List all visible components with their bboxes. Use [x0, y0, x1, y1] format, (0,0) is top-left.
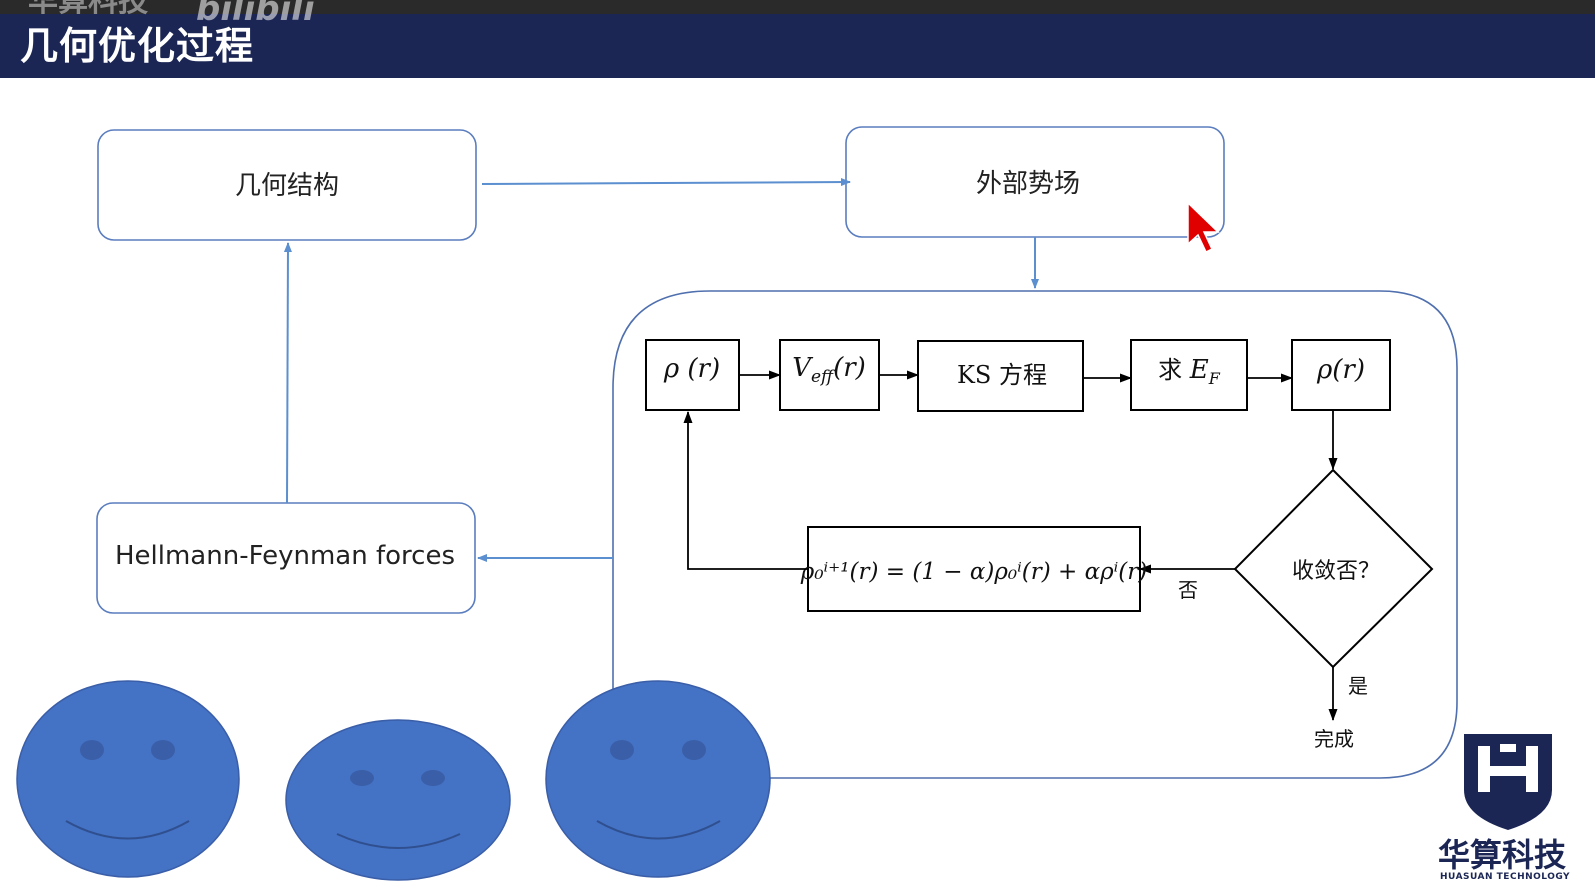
arrow-mixing-to-rho: [683, 411, 808, 570]
smiley-face-icon: [16, 680, 240, 878]
ef-label: 求 EF: [1158, 355, 1221, 388]
ks-box: KS 方程: [917, 340, 1084, 412]
done-label: 完成: [1314, 727, 1354, 751]
external-potential-label: 外部势场: [976, 169, 1080, 199]
external-potential-node: 外部势场: [845, 126, 1225, 238]
huasuan-logo-icon: [1464, 734, 1552, 830]
geometry-label: 几何结构: [235, 171, 339, 201]
no-label: 否: [1178, 578, 1198, 602]
convergence-label: 收敛否？: [1292, 559, 1380, 584]
hf-forces-label: Hellmann-Feynman forces: [115, 541, 455, 571]
yes-label: 是: [1348, 674, 1368, 698]
hf-forces-node: Hellmann-Feynman forces: [96, 502, 476, 614]
title-bar: [0, 14, 1595, 78]
geometry-node: 几何结构: [97, 129, 477, 241]
mixing-formula: ρ₀ⁱ⁺¹(r) = (1 − α)ρ₀ⁱ(r) + αρⁱ(r): [800, 559, 1147, 585]
watermark-text: 华算科技: [28, 0, 148, 19]
page-title: 几何优化过程: [20, 24, 255, 68]
rho-out-box: ρ(r): [1291, 339, 1391, 411]
rho-in-label: ρ (r): [663, 354, 720, 384]
smiley-face-icon: [285, 719, 511, 881]
watermark-bilibili: bilibili: [196, 0, 315, 29]
mixing-box: ρ₀ⁱ⁺¹(r) = (1 − α)ρ₀ⁱ(r) + αρⁱ(r): [800, 526, 1147, 612]
top-strip: [0, 0, 1595, 14]
convergence-decision: 收敛否？: [1233, 468, 1434, 669]
logo-name: 华算科技: [1438, 836, 1567, 874]
ks-label: KS 方程: [957, 361, 1047, 389]
arrow-geometry-to-potential: [481, 178, 851, 187]
logo-subtitle: HUASUAN TECHNOLOGY: [1440, 872, 1571, 882]
rho-in-box: ρ (r): [645, 339, 740, 411]
smiley-face-icon: [545, 680, 771, 878]
mouse-cursor-icon: [1187, 201, 1220, 254]
rho-out-label: ρ(r): [1316, 355, 1365, 385]
ef-box: 求 EF: [1130, 339, 1248, 411]
arrow-forces-to-geometry: [283, 242, 292, 504]
veff-label: Veff(r): [792, 353, 866, 387]
veff-box: Veff(r): [779, 339, 880, 411]
